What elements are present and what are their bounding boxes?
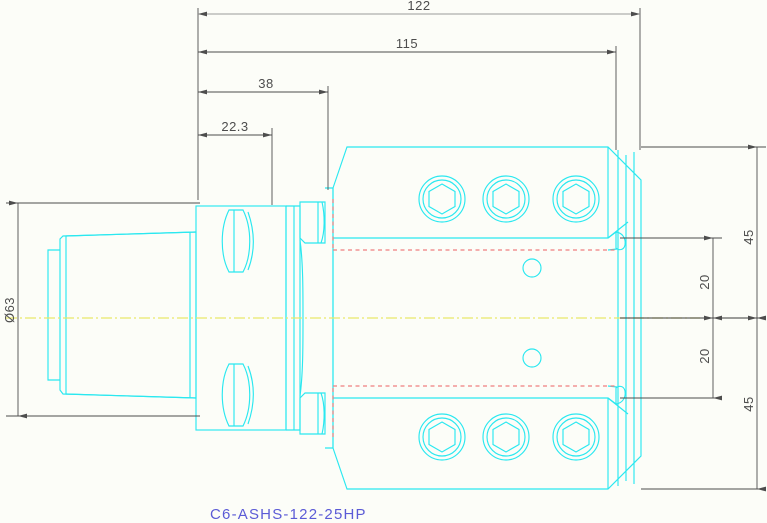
dim-label-122: 122	[407, 0, 430, 13]
dim-label-115: 115	[396, 36, 418, 51]
coolant-hole-lower	[522, 348, 542, 368]
flange-slot-upper	[221, 209, 251, 273]
coolant-hole-upper	[522, 258, 542, 278]
dim-label-45-bottom: 45	[741, 396, 756, 411]
hex-screw	[482, 413, 530, 461]
dim-label-d63: Ø63	[2, 297, 17, 323]
dim-label-20-bottom: 20	[697, 348, 712, 363]
hidden-lines	[332, 199, 616, 437]
dim-label-20-top: 20	[697, 274, 712, 289]
flange-slot-lower	[221, 363, 251, 427]
part-number-title: C6-ASHS-122-25HP	[210, 506, 367, 523]
hex-screw	[552, 175, 600, 223]
hex-screw-row-top	[418, 175, 600, 223]
hex-screw	[482, 175, 530, 223]
dim-label-22-3: 22.3	[221, 119, 248, 134]
hex-screw	[552, 413, 600, 461]
hex-screw	[418, 175, 466, 223]
shank-rear-stub	[47, 249, 60, 381]
hex-screw-row-bottom	[418, 413, 600, 461]
dim-label-38: 38	[258, 76, 273, 91]
dimension-annotations	[6, 8, 766, 492]
dim-label-45-top: 45	[741, 229, 756, 244]
hex-screw	[418, 413, 466, 461]
